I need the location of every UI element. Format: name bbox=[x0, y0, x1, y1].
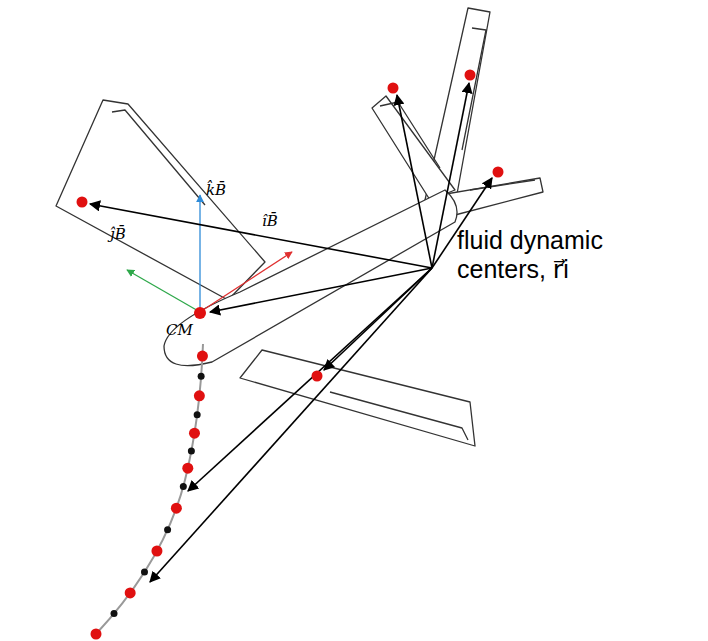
tether-center-dot bbox=[197, 351, 208, 362]
rudder-line bbox=[462, 28, 486, 150]
tether-node-dot bbox=[188, 448, 195, 455]
point-label: CM bbox=[166, 322, 193, 339]
axis-label: k̂B̄ bbox=[206, 182, 226, 199]
tether-center-dot bbox=[182, 463, 193, 474]
axis-label: ĵB̄ bbox=[110, 226, 126, 243]
fluid-dynamic-center-dots bbox=[77, 70, 504, 382]
tether-center-dot bbox=[194, 390, 205, 401]
tether-center-dot bbox=[125, 587, 136, 598]
tether-center-dot bbox=[189, 428, 200, 439]
tether-node-dot bbox=[180, 483, 187, 490]
right-wing bbox=[240, 350, 475, 446]
left-wing bbox=[56, 100, 265, 300]
tether-node-dot bbox=[141, 569, 148, 576]
tether-center-dot bbox=[171, 503, 182, 514]
tether-node-dot bbox=[194, 411, 201, 418]
fuselage bbox=[164, 190, 457, 366]
tether-center-dot bbox=[91, 629, 102, 640]
callout-label: fluid dynamic centers, r⃗i bbox=[457, 226, 692, 284]
leader-arrows bbox=[90, 83, 492, 582]
tether-beads bbox=[91, 351, 208, 640]
tether-node-dot bbox=[111, 610, 118, 617]
axis-label: îB̄ bbox=[262, 213, 278, 230]
tether-node-dot bbox=[198, 373, 205, 380]
tether-node-dot bbox=[164, 526, 171, 533]
i-axis bbox=[200, 252, 292, 312]
tether-center-dot bbox=[151, 546, 162, 557]
left-stabilizer bbox=[372, 96, 455, 200]
tether bbox=[96, 344, 203, 634]
k-axis bbox=[199, 195, 200, 312]
aileron-line bbox=[112, 110, 205, 205]
aileron-line bbox=[330, 392, 468, 440]
j-axis bbox=[127, 270, 200, 312]
